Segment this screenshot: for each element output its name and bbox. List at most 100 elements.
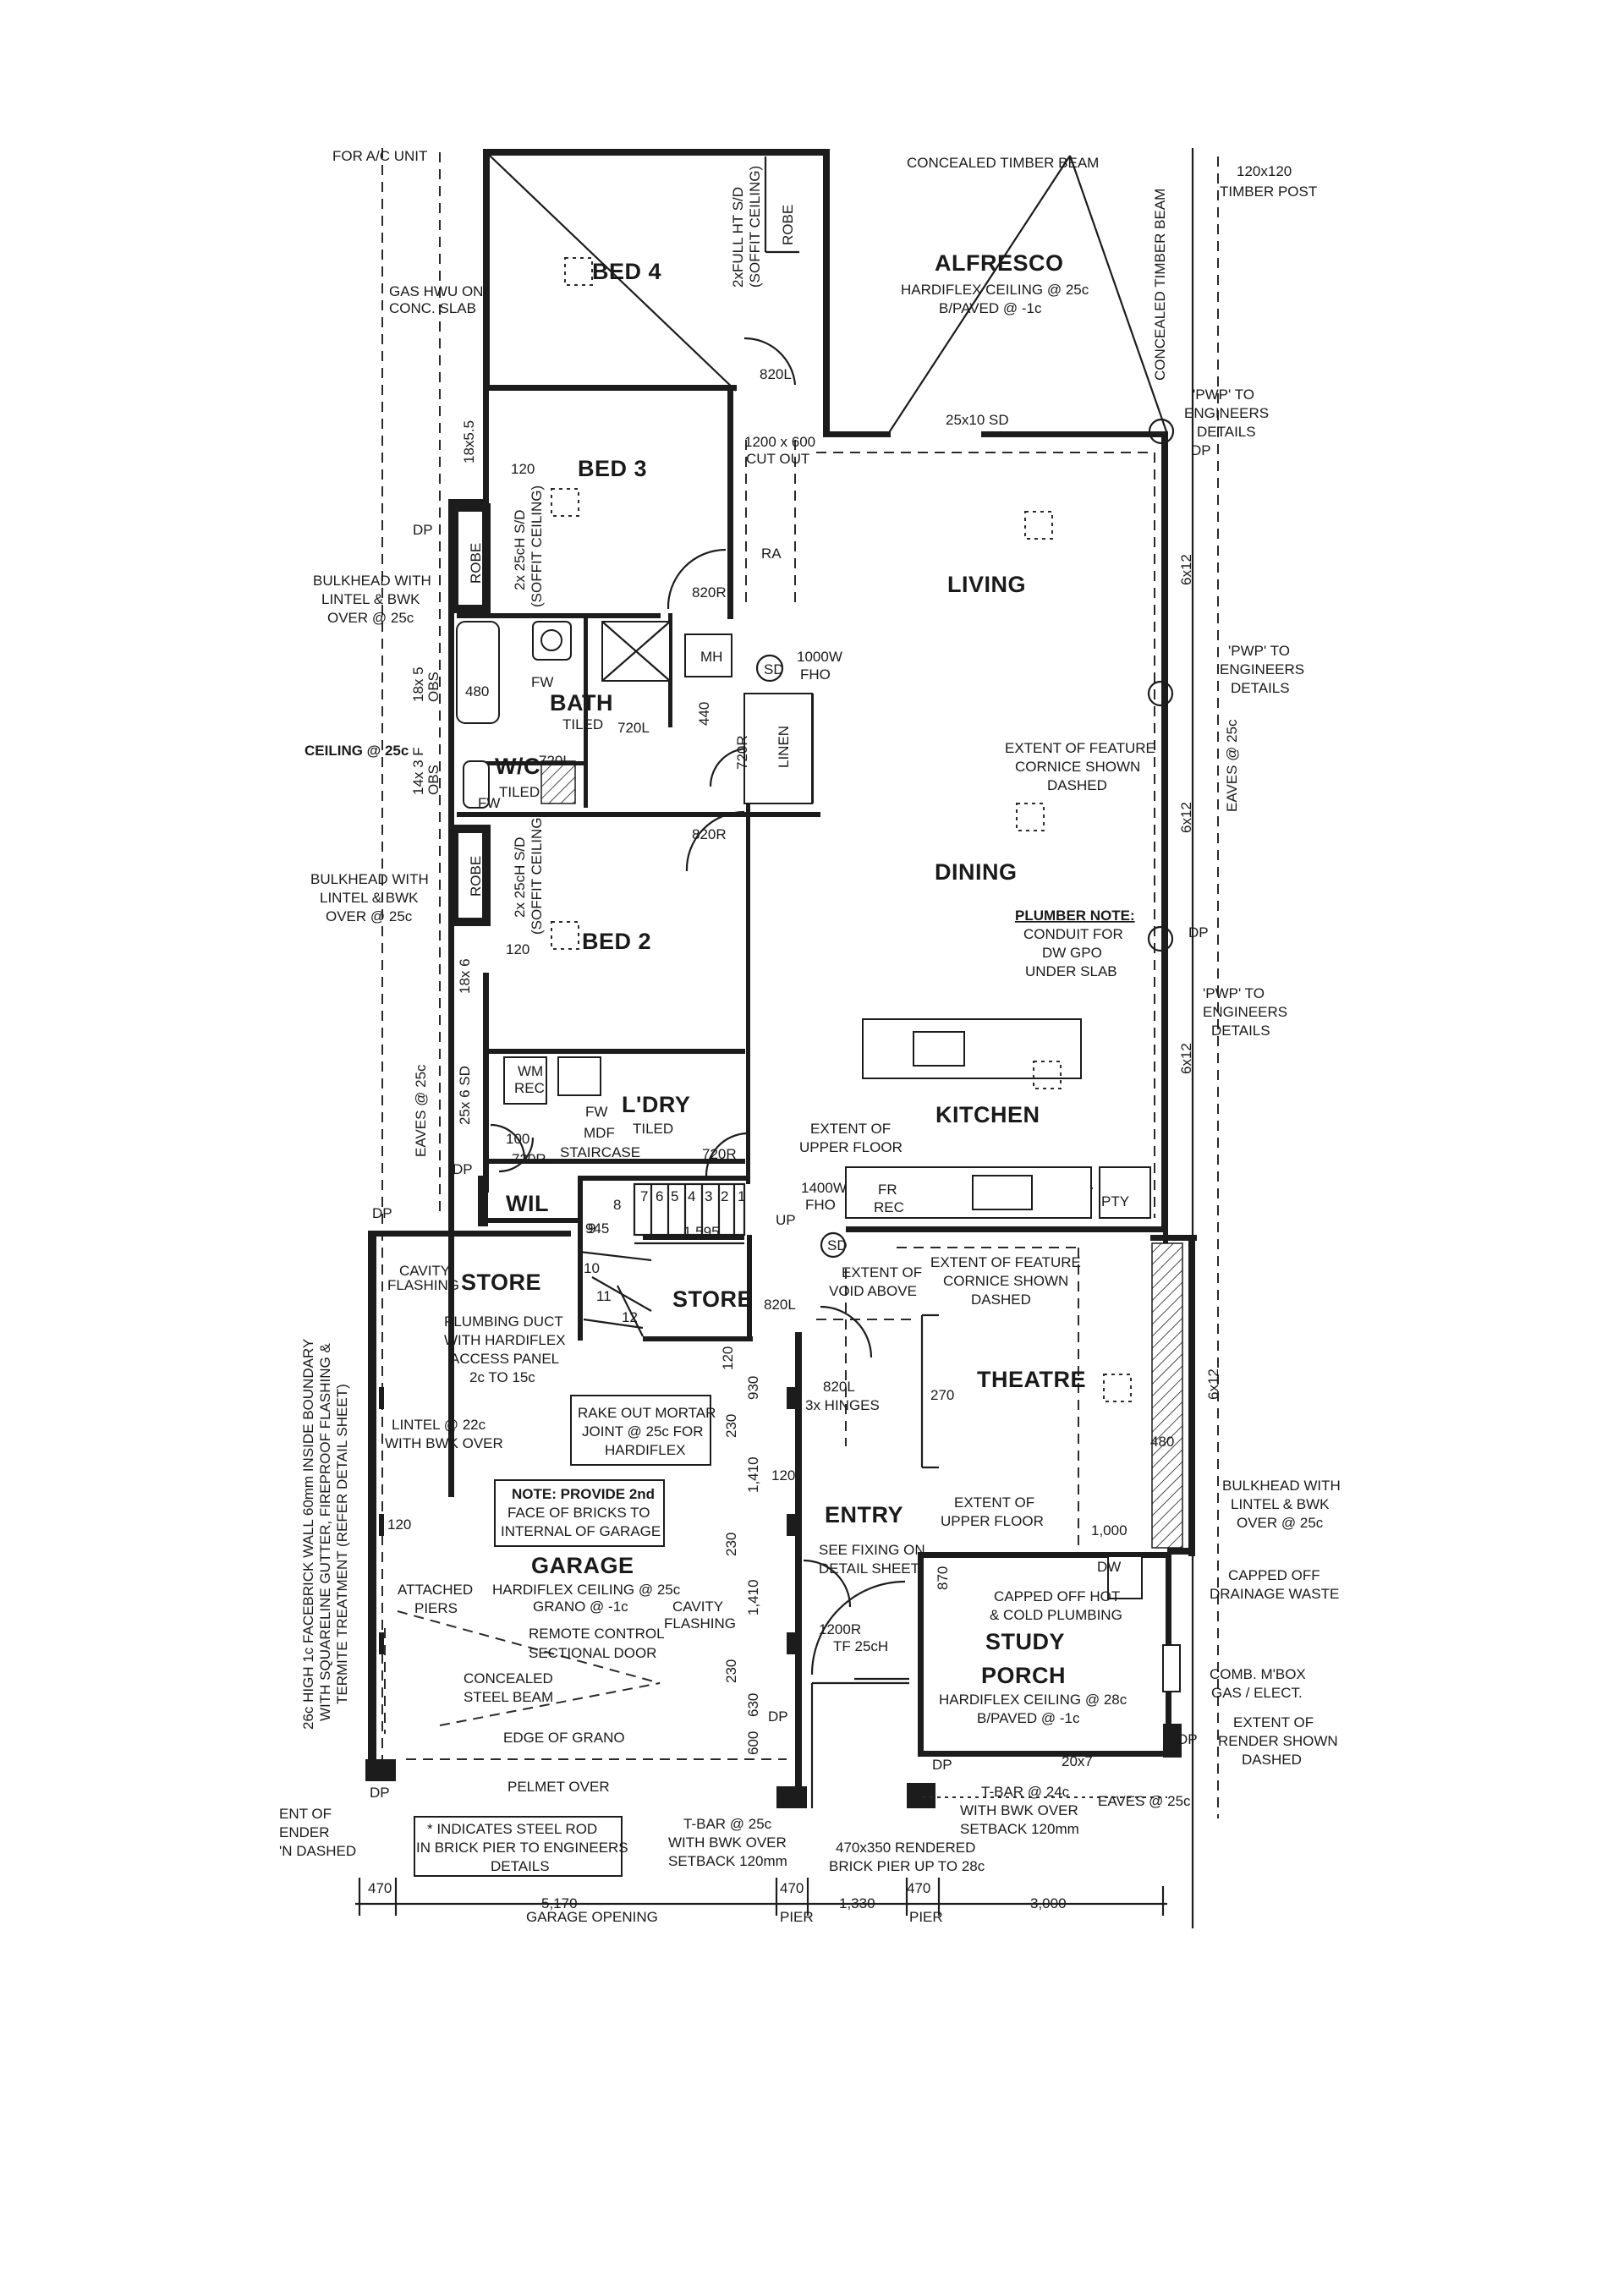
note-porch-ceiling: HARDIFLEX CEILING @ 28c: [939, 1692, 1127, 1708]
note-dp-9: DP: [1177, 1731, 1198, 1747]
note-feature-cornice-2a: EXTENT OF FEATURE: [930, 1254, 1081, 1270]
note-eaves-1: EAVES @ 25c: [1224, 719, 1240, 812]
note-bulkhead-1b: LINTEL & BWK: [321, 591, 420, 607]
note-tbar-24-2: WITH BWK OVER: [960, 1802, 1078, 1818]
note-bricks-2: FACE OF BRICKS TO: [508, 1505, 650, 1521]
note-dp-5: DP: [372, 1205, 392, 1221]
note-cutout-1: 1200 x 600: [744, 434, 815, 450]
room-entry: ENTRY: [825, 1502, 903, 1527]
note-render-3: DASHED: [1242, 1752, 1302, 1768]
note-remote-door-2: SECTIONAL DOOR: [529, 1645, 656, 1661]
dim-470-3: 470: [907, 1880, 930, 1896]
fixtures: [456, 621, 1181, 1692]
note-pwp-1c: DETAILS: [1197, 424, 1256, 440]
note-flashing-1: FLASHING: [387, 1277, 459, 1293]
note-tf-2: TF 25cH: [833, 1638, 888, 1654]
dim-100: 100: [506, 1131, 529, 1147]
note-bulkhead-2b: LINTEL & BWK: [320, 890, 419, 906]
room-robe-1: ROBE: [780, 205, 796, 245]
note-bulkhead-1a: BULKHEAD WITH: [313, 573, 431, 589]
note-steel-rod-1: * INDICATES STEEL ROD: [427, 1821, 597, 1837]
note-alfresco-paved: B/PAVED @ -1c: [939, 300, 1042, 316]
note-up: UP: [776, 1212, 796, 1228]
dim-120-g1: 120: [720, 1346, 736, 1370]
dim-18x6: 18x 6: [457, 958, 473, 994]
internal-lines: [384, 155, 1169, 1808]
note-staircase: STAIRCASE: [560, 1144, 640, 1160]
note-dw: DW: [1097, 1559, 1121, 1575]
dim-945: 945: [585, 1220, 609, 1237]
note-left-cut-3: 'N DASHED: [279, 1843, 356, 1859]
room-garage: GARAGE: [531, 1553, 634, 1578]
note-bed3-sd-2: (SOFFIT CEILING): [529, 485, 545, 607]
walls: [365, 149, 1197, 1808]
dim-720L-bath: 720L: [617, 720, 650, 736]
dim-270: 270: [930, 1387, 954, 1403]
note-extent-upper-2b: UPPER FLOOR: [941, 1513, 1044, 1529]
note-feature-cornice-1c: DASHED: [1047, 777, 1107, 793]
dim-720L-wc: 720L: [539, 753, 571, 769]
note-rake-2: JOINT @ 25c FOR: [582, 1423, 704, 1440]
dim-120-bed3: 120: [511, 461, 535, 477]
stair-number-4: 4: [688, 1188, 695, 1204]
stair-number-8: 8: [613, 1197, 621, 1213]
dim-1595: 1,595: [683, 1224, 720, 1240]
note-fw-bath: FW: [531, 674, 553, 690]
pwp-marker-icon: [1147, 418, 1175, 952]
note-cavity-2: CAVITY: [672, 1599, 723, 1615]
note-timber-post-1: 120x120: [1237, 163, 1292, 179]
room-living: LIVING: [947, 572, 1026, 597]
note-fho-1000-1: 1000W: [797, 649, 842, 665]
note-tbar-25-2: WITH BWK OVER: [668, 1835, 787, 1851]
note-plumber-3: UNDER SLAB: [1025, 963, 1117, 979]
dim-230-3: 230: [723, 1659, 739, 1683]
note-pwp-3c: DETAILS: [1211, 1023, 1270, 1039]
note-garage-opening: GARAGE OPENING: [526, 1909, 658, 1925]
dim-120-g2: 120: [771, 1467, 795, 1484]
note-lintel-22c-2: WITH BWK OVER: [385, 1435, 503, 1451]
room-kitchen: KITCHEN: [935, 1102, 1040, 1127]
note-bulkhead-2c: OVER @ 25c: [326, 908, 413, 924]
note-dp-2: DP: [1191, 442, 1211, 458]
dim-870: 870: [935, 1566, 951, 1590]
room-study: STUDY: [985, 1629, 1065, 1654]
dim-1410-1: 1,410: [745, 1456, 761, 1493]
staircase: [579, 1182, 746, 1337]
note-remote-door-1: REMOTE CONTROL: [529, 1626, 665, 1642]
note-plumbing-duct-2: WITH HARDIFLEX: [444, 1332, 566, 1348]
room-porch: PORCH: [981, 1663, 1066, 1688]
stair-number-10: 10: [584, 1260, 600, 1276]
dimensions: 820L 120 18x5.5 820R 720L 440 720R 720L …: [355, 366, 1221, 1916]
note-extent-upper-2a: EXTENT OF: [954, 1495, 1034, 1511]
stair-number-5: 5: [671, 1188, 678, 1204]
note-alfresco-ceiling: HARDIFLEX CEILING @ 25c: [901, 282, 1089, 298]
note-plumber-2: DW GPO: [1042, 945, 1102, 961]
stair-number-6: 6: [656, 1188, 663, 1204]
room-bed4: BED 4: [592, 259, 661, 284]
dim-6x12-3: 6x12: [1178, 1043, 1194, 1074]
note-hinges-1: 820L: [823, 1379, 855, 1395]
note-dp-1: DP: [413, 522, 433, 538]
note-obs-14x3: 14x 3 F: [410, 747, 426, 795]
note-concealed-steel-2: STEEL BEAM: [464, 1689, 553, 1705]
note-fr: FR: [878, 1182, 897, 1198]
note-dp-8: DP: [932, 1757, 952, 1773]
note-attached-piers-1: ATTACHED: [398, 1582, 473, 1598]
room-robe-2: ROBE: [468, 543, 484, 584]
room-bath: BATH: [550, 690, 613, 716]
note-bulkhead-2a: BULKHEAD WITH: [310, 871, 429, 887]
note-tf-1: 1200R: [819, 1621, 861, 1637]
note-full-ht-sd-1: 2xFULL HT S/D: [730, 187, 746, 288]
note-garage-grano: GRANO @ -1c: [533, 1599, 628, 1615]
stair-number-2: 2: [721, 1188, 728, 1204]
dim-120-glintel: 120: [387, 1516, 411, 1533]
note-dp-6: DP: [370, 1785, 390, 1801]
note-bed2-sd-2: (SOFFIT CEILING): [529, 813, 545, 935]
dim-820R-bed3: 820R: [692, 584, 727, 601]
note-plumbing-duct-1: PLUMBING DUCT: [444, 1314, 563, 1330]
dim-230-2: 230: [723, 1533, 739, 1556]
room-linen: LINEN: [776, 726, 792, 768]
door-swings: [490, 337, 906, 1675]
note-obs-14x3-b: OBS: [425, 765, 442, 795]
note-feature-cornice-2c: DASHED: [971, 1292, 1031, 1308]
